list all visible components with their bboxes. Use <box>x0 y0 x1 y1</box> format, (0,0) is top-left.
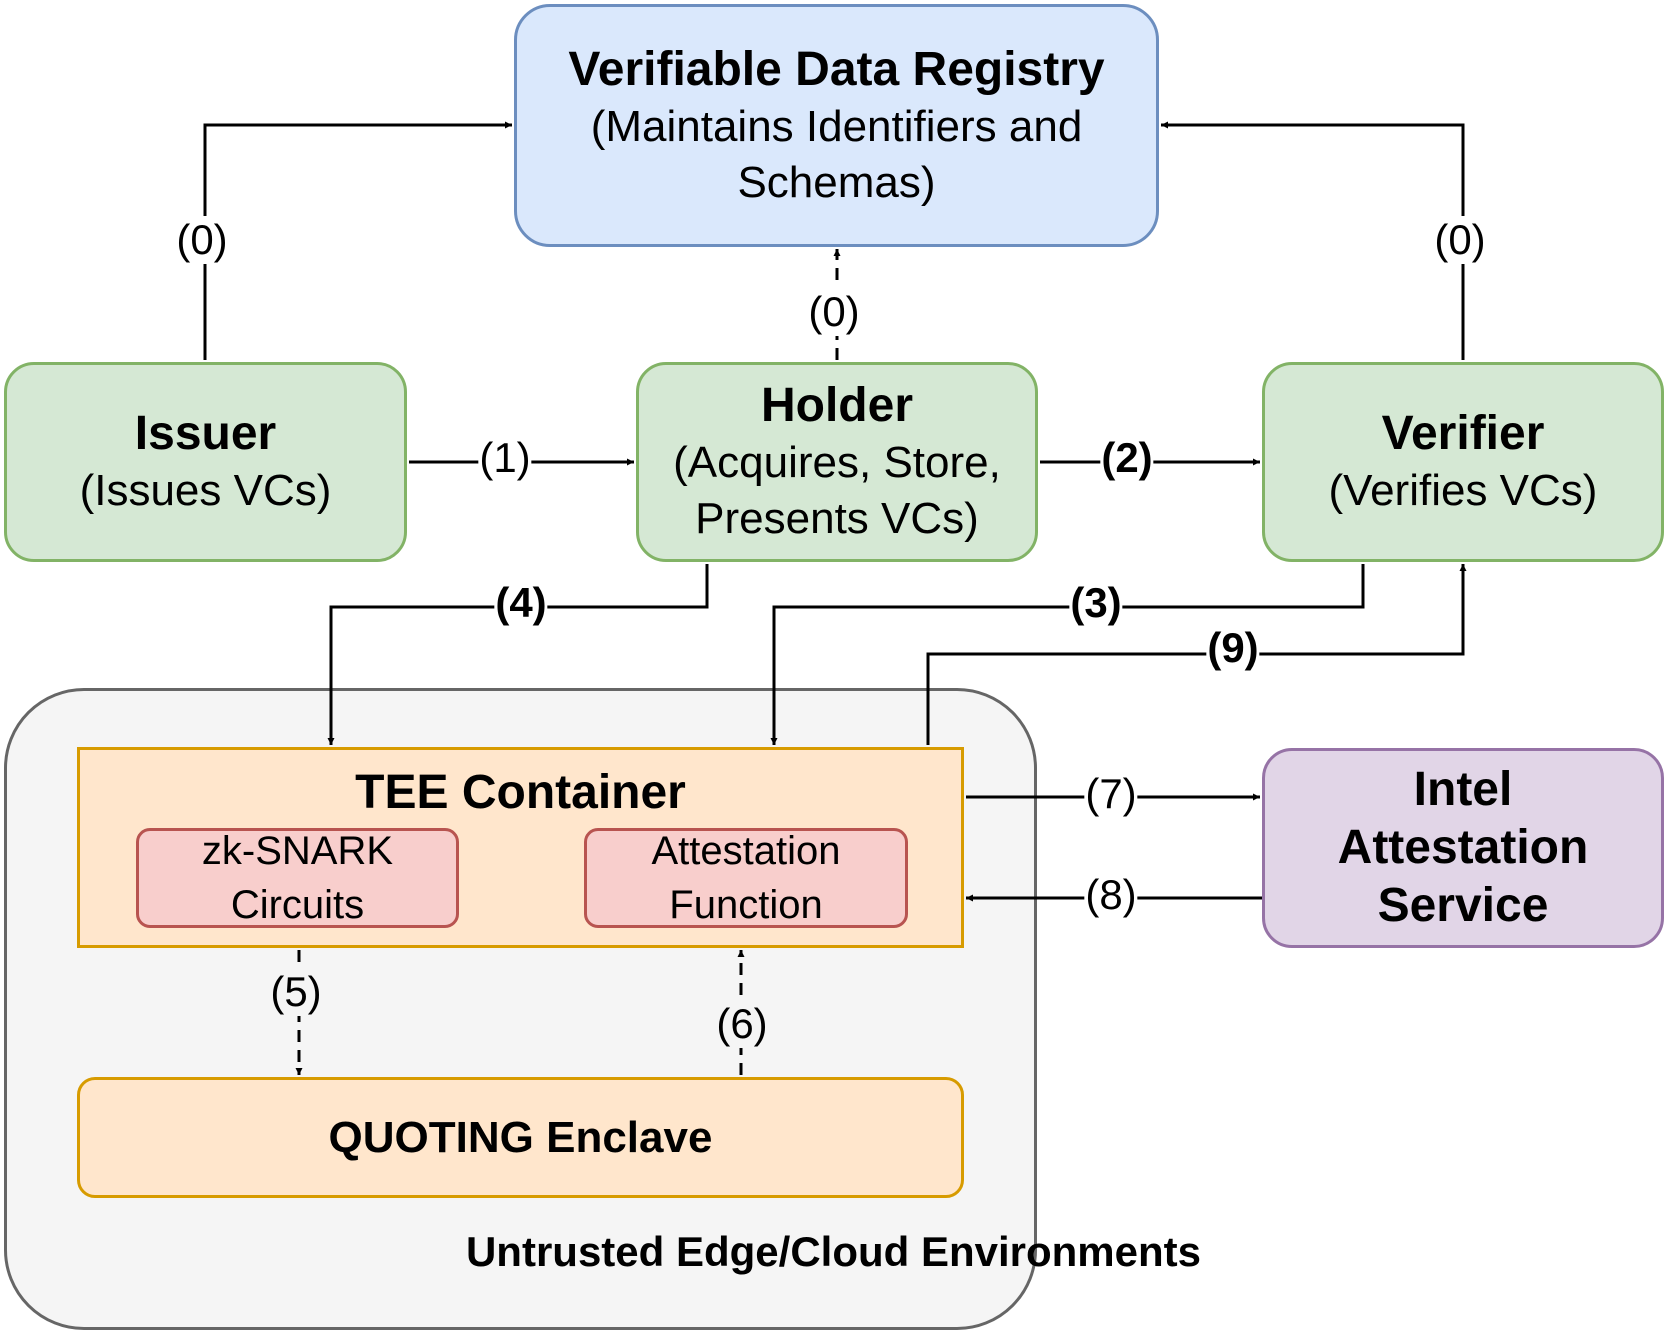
intel-attestation-service-node: Intel Attestation Service <box>1262 748 1664 948</box>
verifier-title: Verifier <box>1381 407 1545 460</box>
zk-label: zk-SNARK Circuits <box>201 829 394 927</box>
edge-verifier-registry <box>1161 121 1465 360</box>
edge-label-quoting-tee: (6) <box>715 1000 769 1048</box>
holder-title: Holder <box>760 379 913 432</box>
edge-tee-verifier <box>926 564 1467 745</box>
issuer-title: Issuer <box>134 407 277 460</box>
holder-subtitle: (Acquires, Store, Presents VCs) <box>673 438 1001 543</box>
environment-label: Untrusted Edge/Cloud Environments <box>465 1228 1202 1275</box>
issuer-node: Issuer (Issues VCs) <box>4 362 407 562</box>
zk-snark-circuits-node: zk-SNARK Circuits <box>136 828 459 928</box>
attestation-function-node: Attestation Function <box>584 828 908 928</box>
edge-issuer-registry <box>203 121 512 360</box>
edge-label-verifier-tee: (3) <box>1069 579 1123 627</box>
registry-title: Verifiable Data Registry <box>568 42 1105 96</box>
edge-verifier-tee <box>770 564 1365 745</box>
verifier-subtitle: (Verifies VCs) <box>1328 466 1598 515</box>
tee-title: TEE Container <box>355 766 686 819</box>
verifier-node: Verifier (Verifies VCs) <box>1262 362 1664 562</box>
edge-label-issuer-registry: (0) <box>175 216 229 264</box>
quoting-title: QUOTING Enclave <box>328 1112 713 1162</box>
edge-label-holder-verifier: (2) <box>1100 434 1154 482</box>
edge-label-verifier-registry: (0) <box>1433 216 1487 264</box>
edge-label-tee-verifier: (9) <box>1206 624 1260 672</box>
verifiable-data-registry-node: Verifiable Data Registry (Maintains Iden… <box>514 4 1159 247</box>
quoting-enclave-node: QUOTING Enclave <box>77 1077 964 1198</box>
edge-label-tee-quoting: (5) <box>269 968 323 1016</box>
edge-label-ias-tee: (8) <box>1084 871 1138 919</box>
edge-label-tee-ias: (7) <box>1084 770 1138 818</box>
ias-title: Intel Attestation Service <box>1337 763 1589 932</box>
edge-label-issuer-holder: (1) <box>478 434 532 482</box>
attestation-label: Attestation Function <box>651 829 841 927</box>
edge-label-holder-registry: (0) <box>807 288 861 336</box>
issuer-subtitle: (Issues VCs) <box>79 466 332 515</box>
registry-subtitle: (Maintains Identifiers and Schemas) <box>590 101 1083 207</box>
holder-node: Holder (Acquires, Store, Presents VCs) <box>636 362 1038 562</box>
edge-label-holder-tee: (4) <box>494 579 548 627</box>
